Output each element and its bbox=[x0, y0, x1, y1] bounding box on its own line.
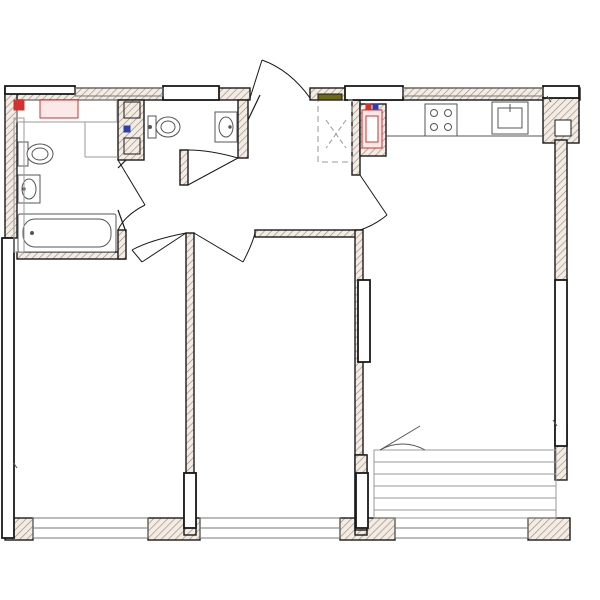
doors bbox=[117, 59, 388, 263]
washing-machine-icon bbox=[13, 99, 79, 119]
ventilation-shaft bbox=[554, 119, 572, 137]
sink-icon bbox=[17, 174, 41, 204]
wall-ticks bbox=[12, 95, 558, 469]
windows bbox=[32, 87, 544, 539]
washing-machine-icon bbox=[361, 109, 383, 149]
wall-kitchen-left bbox=[351, 99, 361, 176]
riser-red bbox=[365, 103, 372, 110]
electrical-panel bbox=[317, 93, 343, 101]
living-room-door[interactable] bbox=[193, 232, 256, 263]
toilet-door[interactable] bbox=[187, 149, 239, 186]
window-top-left bbox=[74, 87, 164, 97]
bathroom-door[interactable] bbox=[117, 159, 146, 231]
band-bedroom-pillar bbox=[183, 472, 197, 529]
towel-rack bbox=[13, 117, 25, 253]
toilet-icon bbox=[147, 115, 181, 139]
toilet-room bbox=[123, 101, 238, 155]
band-top-left bbox=[4, 85, 76, 95]
band-top-mid bbox=[162, 85, 220, 101]
entrance-closet bbox=[317, 93, 353, 163]
band-top-right-a bbox=[344, 85, 404, 101]
band-living-pillar bbox=[355, 472, 369, 529]
corridor-edges bbox=[117, 94, 261, 233]
toilet-icon bbox=[17, 141, 54, 167]
balcony-door[interactable] bbox=[379, 425, 426, 451]
band-top-right-b bbox=[542, 85, 580, 99]
wall-right-upper bbox=[554, 139, 568, 281]
bathroom bbox=[13, 99, 118, 253]
wall-living-top bbox=[254, 229, 361, 238]
wall-bedroom-right bbox=[185, 232, 195, 474]
window-top-right bbox=[402, 87, 544, 97]
thick-wall-bands bbox=[1, 85, 580, 539]
riser-blue bbox=[123, 125, 131, 133]
band-right-wall bbox=[554, 279, 568, 447]
band-living-wall bbox=[357, 279, 371, 363]
shaft-box-b bbox=[123, 137, 141, 155]
sink-icon bbox=[214, 111, 238, 143]
kitchen-door[interactable] bbox=[359, 174, 388, 231]
bedroom-door[interactable] bbox=[131, 232, 187, 263]
wall-toilet-inner bbox=[179, 149, 189, 186]
bathtub bbox=[17, 213, 117, 253]
entrance-door[interactable] bbox=[249, 59, 311, 99]
band-left-wall bbox=[1, 237, 15, 539]
shaft-box-a bbox=[123, 101, 141, 119]
wall-bath-bottom bbox=[16, 251, 126, 260]
kitchen-sink-icon bbox=[491, 101, 529, 135]
riser-blue bbox=[372, 103, 379, 110]
kitchen bbox=[361, 101, 572, 149]
wall-bath-right bbox=[117, 229, 127, 260]
wall-toilet-right bbox=[237, 99, 249, 159]
stove-icon bbox=[424, 103, 458, 137]
balcony bbox=[373, 449, 557, 519]
balcony-outline bbox=[373, 449, 557, 519]
wall-bottom-right bbox=[527, 517, 571, 541]
